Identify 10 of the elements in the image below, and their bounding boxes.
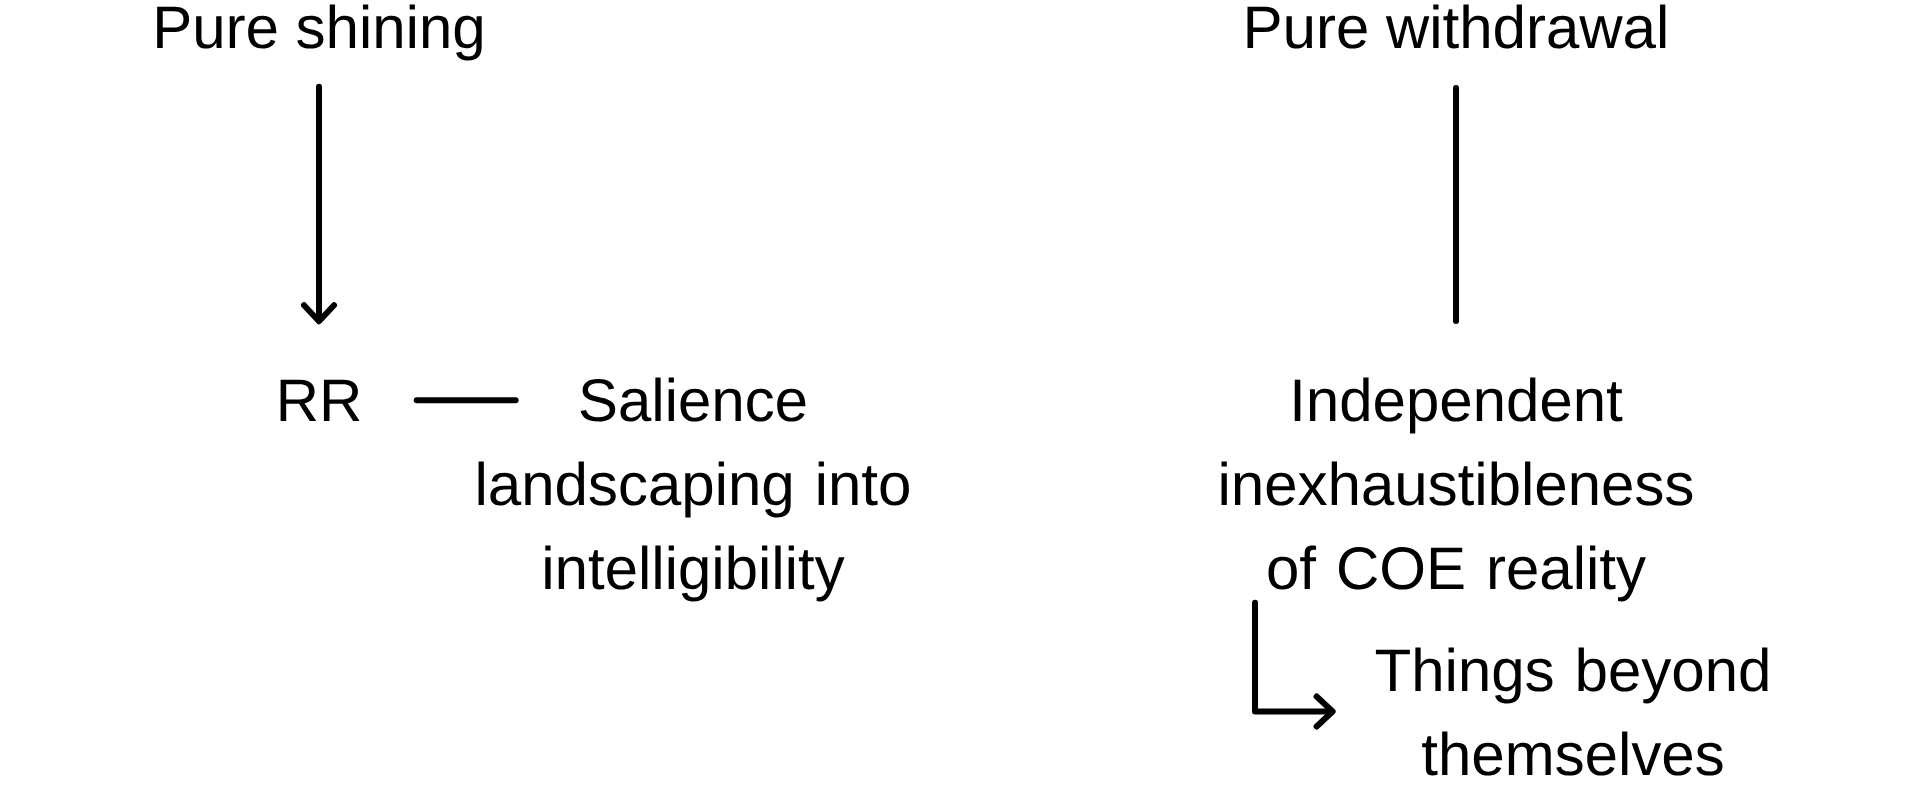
text-label: Things beyond themselves — [1375, 647, 1768, 776]
connector-line — [1453, 84, 1459, 325]
arrow — [301, 83, 337, 325]
text-label: Independent inexhaustibleness of COE reality — [1221, 377, 1693, 602]
text-label: Pure withdrawal — [1247, 4, 1666, 49]
arrow — [1252, 599, 1336, 730]
text-label: Pure shining — [157, 4, 482, 61]
text-label: Salience landscaping into intelligibility — [478, 377, 909, 602]
connector-line — [413, 397, 519, 404]
text-label: RR — [280, 379, 360, 421]
